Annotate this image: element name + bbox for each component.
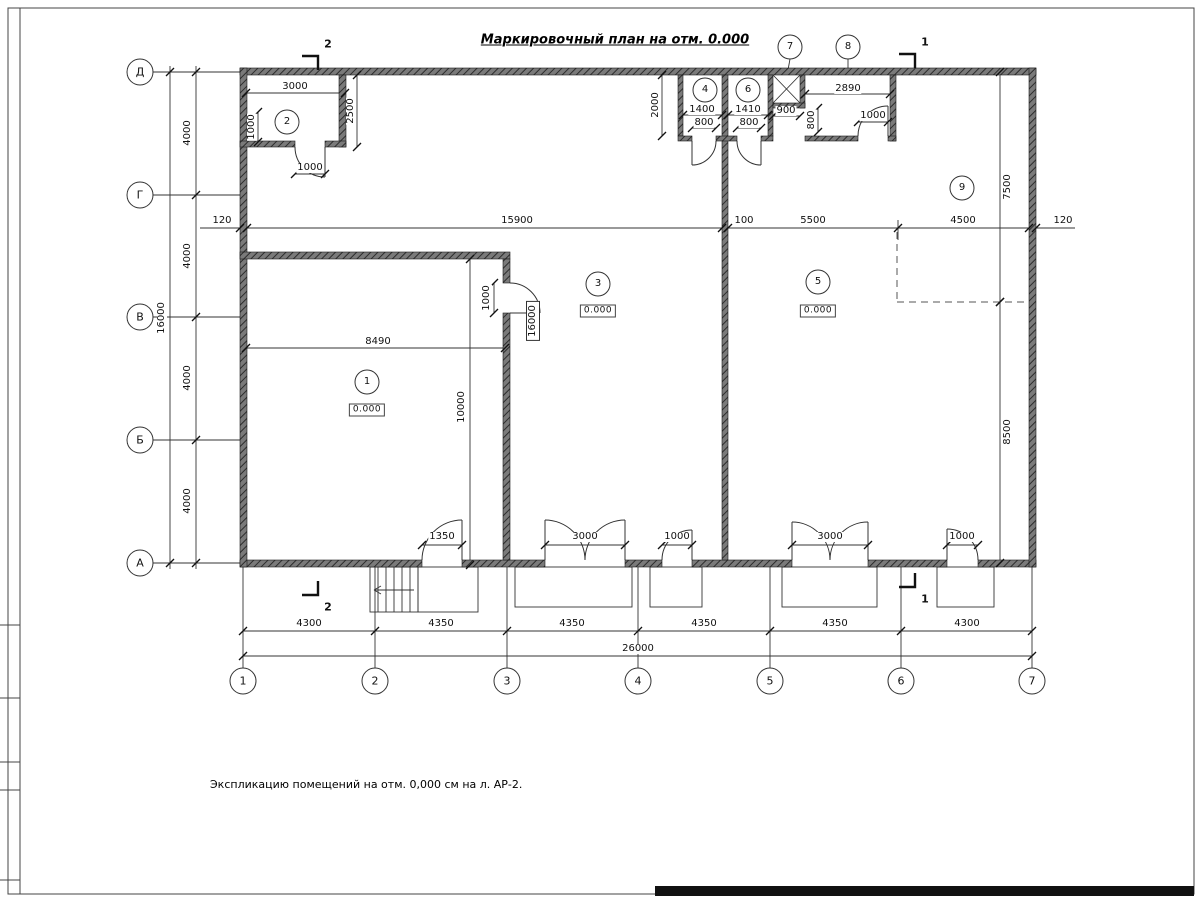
dim-label: 10000 — [456, 390, 467, 424]
dim-label: 120 — [1052, 215, 1074, 226]
dim-label: 1000 — [948, 531, 976, 542]
dim-label: 4000 — [182, 242, 193, 270]
axis-row-label: Г — [136, 188, 144, 202]
dim-label: 120 — [211, 215, 233, 226]
section-label: 1 — [921, 35, 929, 49]
dim-label: 7500 — [1002, 173, 1013, 201]
note-text: Экспликацию помещений на отм. 0,000 см н… — [210, 778, 523, 791]
dim-label: 100 — [733, 215, 755, 226]
axis-bubbles — [126, 34, 1046, 695]
dim-label: 1350 — [428, 531, 456, 542]
room-number: 6 — [744, 84, 752, 95]
axis-row-label: В — [136, 310, 144, 324]
dim-label: 800 — [693, 117, 715, 128]
dim-label: 4300 — [953, 618, 981, 629]
section-label: 2 — [324, 600, 332, 614]
dim-label: 4350 — [690, 618, 718, 629]
room-number: 9 — [958, 182, 966, 193]
dim-label: 2000 — [650, 91, 661, 119]
room-number: 5 — [814, 276, 822, 287]
dim-label: 800 — [806, 109, 817, 131]
dim-label: 16000 — [156, 301, 167, 335]
door-swings — [294, 105, 979, 561]
dimension-lines — [153, 58, 1075, 668]
dim-label: 2890 — [834, 83, 862, 94]
dim-label: 4000 — [182, 364, 193, 392]
walls — [239, 67, 1037, 568]
dim-label: 1410 — [734, 104, 762, 115]
section-label: 2 — [324, 37, 332, 51]
dim-label: 4350 — [427, 618, 455, 629]
room-number: 7 — [786, 41, 794, 52]
axis-col-label: 7 — [1028, 674, 1036, 688]
section-marks — [302, 52, 917, 597]
dim-label: 1000 — [296, 162, 324, 173]
axis-col-label: 4 — [634, 674, 642, 688]
axis-row-label: Д — [135, 65, 145, 79]
dashed-lines — [896, 232, 1029, 303]
drawing-title: Маркировочный план на отм. 0.000 — [480, 32, 750, 48]
elevation-label: 0.000 — [348, 403, 386, 417]
elevation-label: 0.000 — [799, 304, 837, 318]
dim-label: 1000 — [481, 284, 492, 312]
dim-label: 1000 — [246, 113, 257, 141]
axis-row-label: Б — [136, 433, 144, 447]
dim-label: 8490 — [364, 336, 392, 347]
room-number: 2 — [283, 116, 291, 127]
axis-col-label: 2 — [371, 674, 379, 688]
dim-label: 900 — [775, 105, 797, 116]
dim-label: 4500 — [949, 215, 977, 226]
title-block-bar — [655, 886, 1194, 896]
dim-label: 4350 — [558, 618, 586, 629]
dim-label: 4300 — [295, 618, 323, 629]
dim-label: 1000 — [663, 531, 691, 542]
section-label: 1 — [921, 592, 929, 606]
room-number: 1 — [363, 376, 371, 387]
dim-label: 16000 — [526, 301, 540, 341]
dim-label: 4000 — [182, 119, 193, 147]
dimension-ticks — [165, 67, 1041, 661]
dim-label: 3000 — [816, 531, 844, 542]
dim-label: 1000 — [859, 110, 887, 121]
dim-label: 26000 — [621, 643, 655, 654]
dim-label: 4000 — [182, 487, 193, 515]
dim-label: 1400 — [688, 104, 716, 115]
dim-label: 3000 — [281, 81, 309, 92]
axis-col-label: 1 — [239, 674, 247, 688]
dim-label: 800 — [738, 117, 760, 128]
axis-col-label: 5 — [766, 674, 774, 688]
room-number: 3 — [594, 278, 602, 289]
sheet-frame — [0, 7, 1195, 895]
dim-label: 4350 — [821, 618, 849, 629]
dim-label: 5500 — [799, 215, 827, 226]
axis-row-label: А — [136, 556, 144, 570]
axis-col-label: 6 — [897, 674, 905, 688]
room-number: 4 — [701, 84, 709, 95]
elevation-label: 0.000 — [579, 304, 617, 318]
dim-label: 3000 — [571, 531, 599, 542]
dim-label: 15900 — [500, 215, 534, 226]
dim-label: 2500 — [345, 97, 356, 125]
axis-col-label: 3 — [503, 674, 511, 688]
room-number: 8 — [844, 41, 852, 52]
dim-label: 8500 — [1002, 418, 1013, 446]
